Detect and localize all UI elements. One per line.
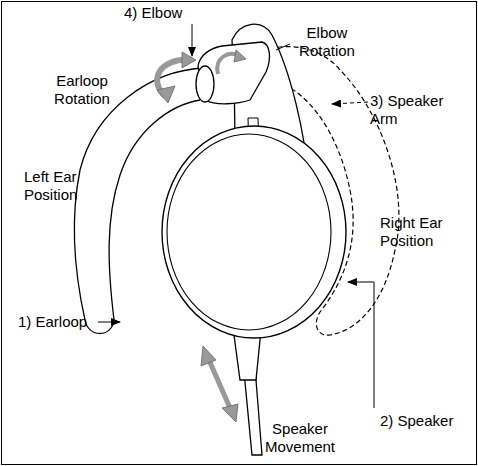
arrowhead — [222, 404, 238, 422]
speaker-face — [167, 134, 331, 330]
part-label: 4) Elbow — [124, 4, 214, 22]
arrowhead — [201, 346, 216, 366]
elbow-end — [196, 66, 214, 102]
part-label: 1) Earloop — [18, 313, 98, 331]
leader-line — [276, 44, 290, 50]
leader-line — [98, 322, 120, 323]
part-label: Right Ear Position — [380, 214, 450, 250]
part-label: Earloop Rotation — [44, 72, 120, 108]
part-label: 3) Speaker Arm — [370, 92, 474, 128]
part-label: 2) Speaker — [380, 412, 470, 430]
arrowhead — [234, 50, 246, 62]
leader-line — [348, 282, 374, 408]
speaker — [162, 126, 346, 338]
arrowhead — [157, 86, 175, 103]
arrowhead — [182, 52, 196, 68]
leader-line — [192, 24, 193, 56]
speaker-movement-arrow — [209, 360, 230, 408]
leader-line — [332, 102, 368, 104]
part-label: Speaker Movement — [258, 420, 342, 456]
part-label: Elbow Rotation — [292, 24, 362, 60]
part-label: Left Ear Position — [24, 168, 90, 204]
